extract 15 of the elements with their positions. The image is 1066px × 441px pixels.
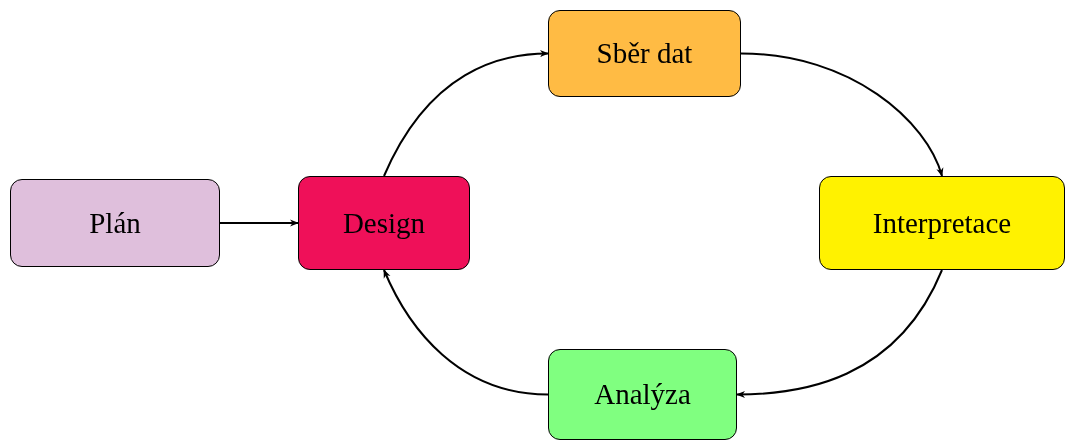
arrow	[740, 52, 943, 177]
box-label: Interpretace	[872, 206, 1012, 240]
process-box	[298, 176, 470, 270]
process-box	[548, 10, 741, 97]
box-label: Plán	[89, 206, 141, 240]
process-box	[10, 179, 220, 267]
arrow	[383, 269, 549, 396]
process-box	[548, 349, 737, 440]
arrow	[383, 50, 549, 177]
arrow	[219, 219, 299, 227]
box-label: Design	[342, 206, 426, 240]
arrow	[736, 269, 943, 398]
box-label: Sběr dat	[596, 37, 693, 70]
process-box	[819, 176, 1065, 270]
box-label: Analýza	[594, 378, 691, 411]
